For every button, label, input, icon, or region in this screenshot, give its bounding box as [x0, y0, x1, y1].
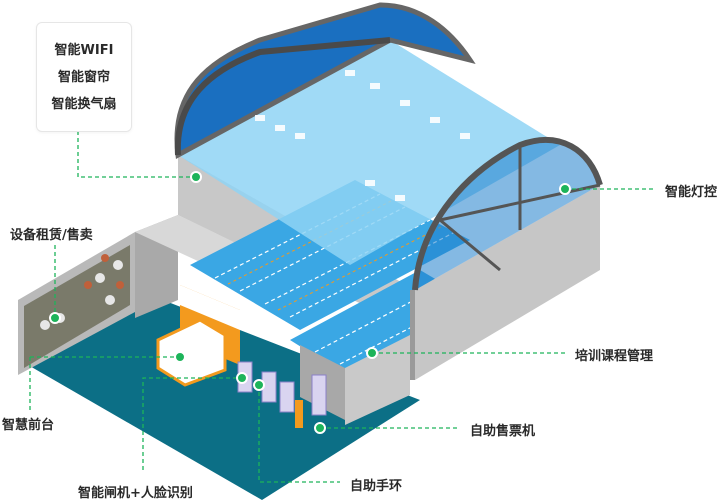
label-equipment: 设备租赁/售卖 — [10, 228, 93, 243]
label-gate: 智能闸机+人脸识别 — [78, 486, 193, 501]
leader-lines — [29, 131, 655, 483]
feature-fan: 智能换气扇 — [51, 97, 117, 112]
smart-features-box: 智能WIFI 智能窗帘 智能换气扇 — [36, 22, 132, 132]
lobby-floor — [28, 295, 420, 500]
person — [295, 400, 303, 428]
hotspot-wristband[interactable] — [253, 379, 265, 391]
front-desk — [156, 318, 227, 387]
label-wristband: 自助手环 — [350, 479, 403, 494]
feature-curtain: 智能窗帘 — [57, 70, 110, 85]
label-lighting: 智能灯控 — [665, 185, 718, 200]
hall-right-wall — [415, 185, 600, 380]
label-ticket: 自助售票机 — [470, 424, 536, 439]
hotspot-front-desk[interactable] — [174, 351, 186, 363]
hotspot-wifi[interactable] — [190, 171, 202, 183]
hotspot-ticket[interactable] — [314, 422, 326, 434]
label-front-desk: 智慧前台 — [2, 418, 55, 433]
label-training: 培训课程管理 — [575, 349, 654, 364]
back-roof — [174, 2, 476, 159]
hotspot-gate[interactable] — [236, 372, 248, 384]
front-arch — [415, 139, 600, 290]
hotspot-training[interactable] — [366, 347, 378, 359]
glass-ceiling — [178, 40, 560, 265]
feature-wifi: 智能WIFI — [54, 43, 114, 58]
hotspot-equipment[interactable] — [49, 312, 61, 324]
hotspot-lighting[interactable] — [559, 183, 571, 195]
